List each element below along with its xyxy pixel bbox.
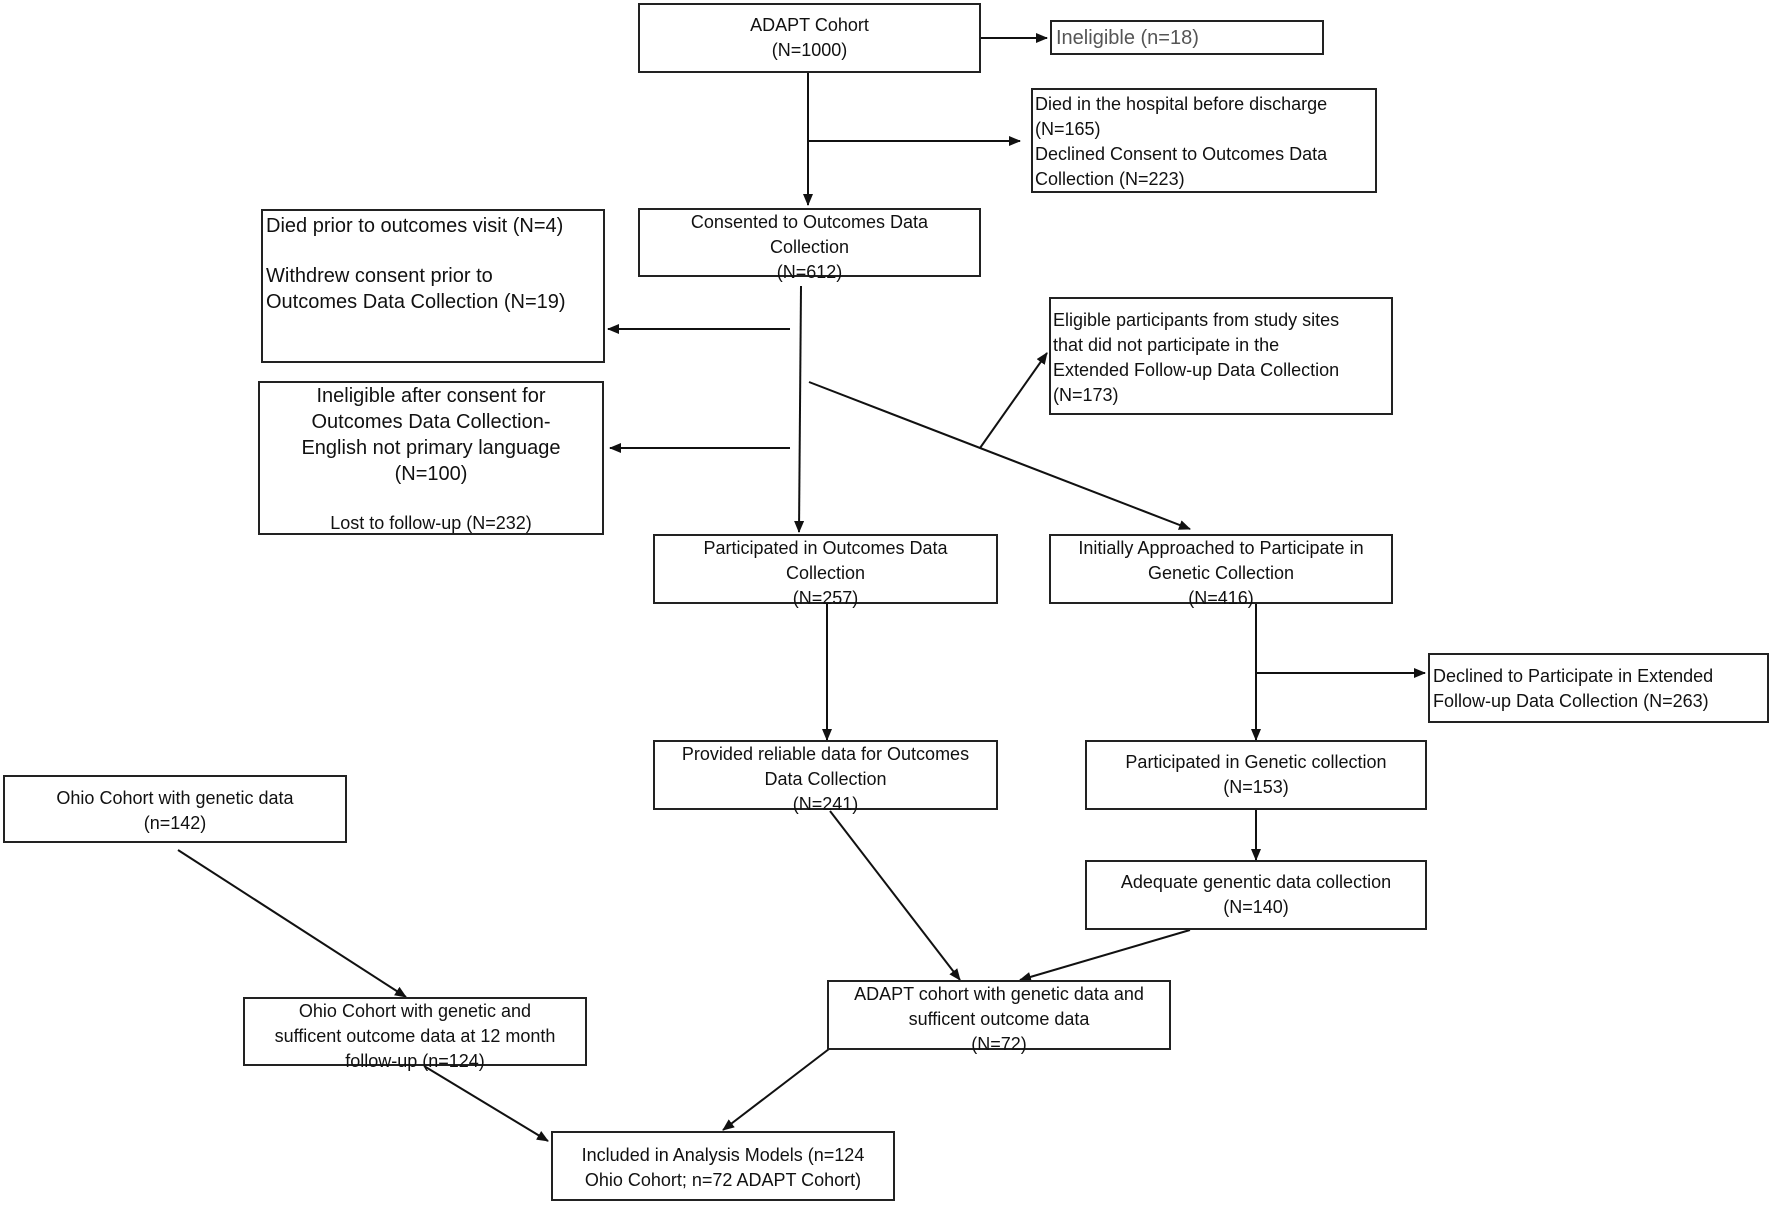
arrow-ohio-genetic-to-ohio-sufficient <box>177 849 407 998</box>
died-hospital-count: (N=165) <box>1035 119 1101 139</box>
included-line-1: Included in Analysis Models (n=124 <box>581 1145 865 1165</box>
consented-line-1: Consented to Outcomes Data <box>690 212 929 232</box>
included-box: Included in Analysis Models (n=124 Ohio … <box>551 1131 895 1201</box>
declined-extended-box: Declined to Participate in Extended Foll… <box>1428 653 1769 723</box>
declined-consent-count: Collection (N=223) <box>1035 169 1185 189</box>
participated-genetic-count: (N=153) <box>1223 777 1289 797</box>
arrow-adequate-to-adapt-sufficient <box>1019 929 1191 982</box>
ineligible-english-line-1: Ineligible after consent for <box>316 385 546 407</box>
adapt-cohort-title: ADAPT Cohort <box>750 15 869 35</box>
participated-outcomes-count: (N=257) <box>792 588 859 608</box>
adequate-genetic-line-1: Adequate genentic data collection <box>1120 872 1392 892</box>
died-prior-text: Died prior to outcomes visit (N=4) <box>266 215 564 237</box>
consented-line-2: Collection <box>769 237 850 257</box>
ineligible-english-line-3: English not primary language <box>301 437 561 459</box>
participated-outcomes-line-1: Participated in Outcomes Data <box>703 538 948 558</box>
arrow-to-sites <box>979 352 1048 449</box>
ohio-sufficient-line-1: Ohio Cohort with genetic and <box>298 1001 532 1021</box>
ohio-genetic-box: Ohio Cohort with genetic data (n=142) <box>3 775 347 843</box>
consented-count: (N=612) <box>776 262 843 282</box>
declined-extended-line-2: Follow-up Data Collection (N=263) <box>1433 691 1709 711</box>
participated-genetic-box: Participated in Genetic collection (N=15… <box>1085 740 1427 810</box>
died-withdrew-box: Died prior to outcomes visit (N=4) Withd… <box>261 209 605 363</box>
lost-followup-text: Lost to follow-up (N=232) <box>330 513 532 533</box>
died-hospital-text: Died in the hospital before discharge <box>1035 94 1328 114</box>
approached-genetic-box: Initially Approached to Participate in G… <box>1049 534 1393 608</box>
approached-genetic-count: (N=416) <box>1188 588 1254 608</box>
ohio-sufficient-line-3: follow-up (n=124) <box>345 1051 485 1071</box>
reliable-line-1: Provided reliable data for Outcomes <box>681 744 970 764</box>
arrow-consented-to-participated <box>794 285 805 533</box>
declined-consent-text: Declined Consent to Outcomes Data <box>1035 144 1328 164</box>
ohio-sufficient-box: Ohio Cohort with genetic and sufficent o… <box>243 997 587 1071</box>
consented-box: Consented to Outcomes Data Collection (N… <box>638 208 981 282</box>
withdrew-consent-line-2: Outcomes Data Collection (N=19) <box>266 291 566 313</box>
adapt-sufficient-count: (N=72) <box>971 1034 1027 1054</box>
participated-outcomes-line-2: Collection <box>785 563 866 583</box>
adapt-sufficient-box: ADAPT cohort with genetic data and suffi… <box>827 980 1171 1054</box>
ineligible-english-count: (N=100) <box>394 463 468 485</box>
ohio-genetic-line-1: Ohio Cohort with genetic data <box>56 788 294 808</box>
participated-genetic-line-1: Participated in Genetic collection <box>1125 752 1387 772</box>
approached-genetic-line-1: Initially Approached to Participate in <box>1078 538 1364 558</box>
ohio-sufficient-line-2: sufficent outcome data at 12 month <box>274 1026 556 1046</box>
reliable-box: Provided reliable data for Outcomes Data… <box>653 740 998 814</box>
approached-genetic-line-2: Genetic Collection <box>1147 563 1295 583</box>
adequate-genetic-count: (N=140) <box>1223 897 1289 917</box>
adapt-cohort-count: (N=1000) <box>771 40 848 60</box>
reliable-line-2: Data Collection <box>764 769 887 789</box>
ineligible-english-line-2: Outcomes Data Collection- <box>311 411 551 433</box>
ineligible-text: Ineligible (n=18) <box>1056 27 1199 49</box>
reliable-count: (N=241) <box>792 794 859 814</box>
sites-box: Eligible participants from study sites t… <box>1049 297 1393 415</box>
died-declined-box: Died in the hospital before discharge (N… <box>1031 88 1377 193</box>
sites-line-3: Extended Follow-up Data Collection <box>1053 360 1340 380</box>
adapt-cohort-box: ADAPT Cohort (N=1000) <box>638 3 981 73</box>
arrow-reliable-to-adapt-sufficient <box>829 810 961 981</box>
included-line-2: Ohio Cohort; n=72 ADAPT Cohort) <box>584 1170 862 1190</box>
arrow-adapt-sufficient-to-included <box>722 1048 830 1131</box>
adequate-genetic-box: Adequate genentic data collection (N=140… <box>1085 860 1427 930</box>
ineligible-box: Ineligible (n=18) <box>1050 20 1324 55</box>
sites-line-2: that did not participate in the <box>1053 335 1280 355</box>
sites-count: (N=173) <box>1053 385 1119 405</box>
declined-extended-line-1: Declined to Participate in Extended <box>1433 666 1714 686</box>
participated-outcomes-box: Participated in Outcomes Data Collection… <box>653 534 998 608</box>
arrow-ohio-sufficient-to-included <box>423 1065 549 1142</box>
ineligible-english-box: Ineligible after consent for Outcomes Da… <box>258 381 604 535</box>
sites-line-1: Eligible participants from study sites <box>1053 310 1340 330</box>
withdrew-consent-line-1: Withdrew consent prior to <box>266 265 493 287</box>
adapt-sufficient-line-1: ADAPT cohort with genetic data and <box>854 984 1144 1004</box>
arrow-to-approached-genetic <box>808 381 1191 530</box>
adapt-sufficient-line-2: sufficent outcome data <box>908 1009 1090 1029</box>
ohio-genetic-count: (n=142) <box>143 813 207 833</box>
